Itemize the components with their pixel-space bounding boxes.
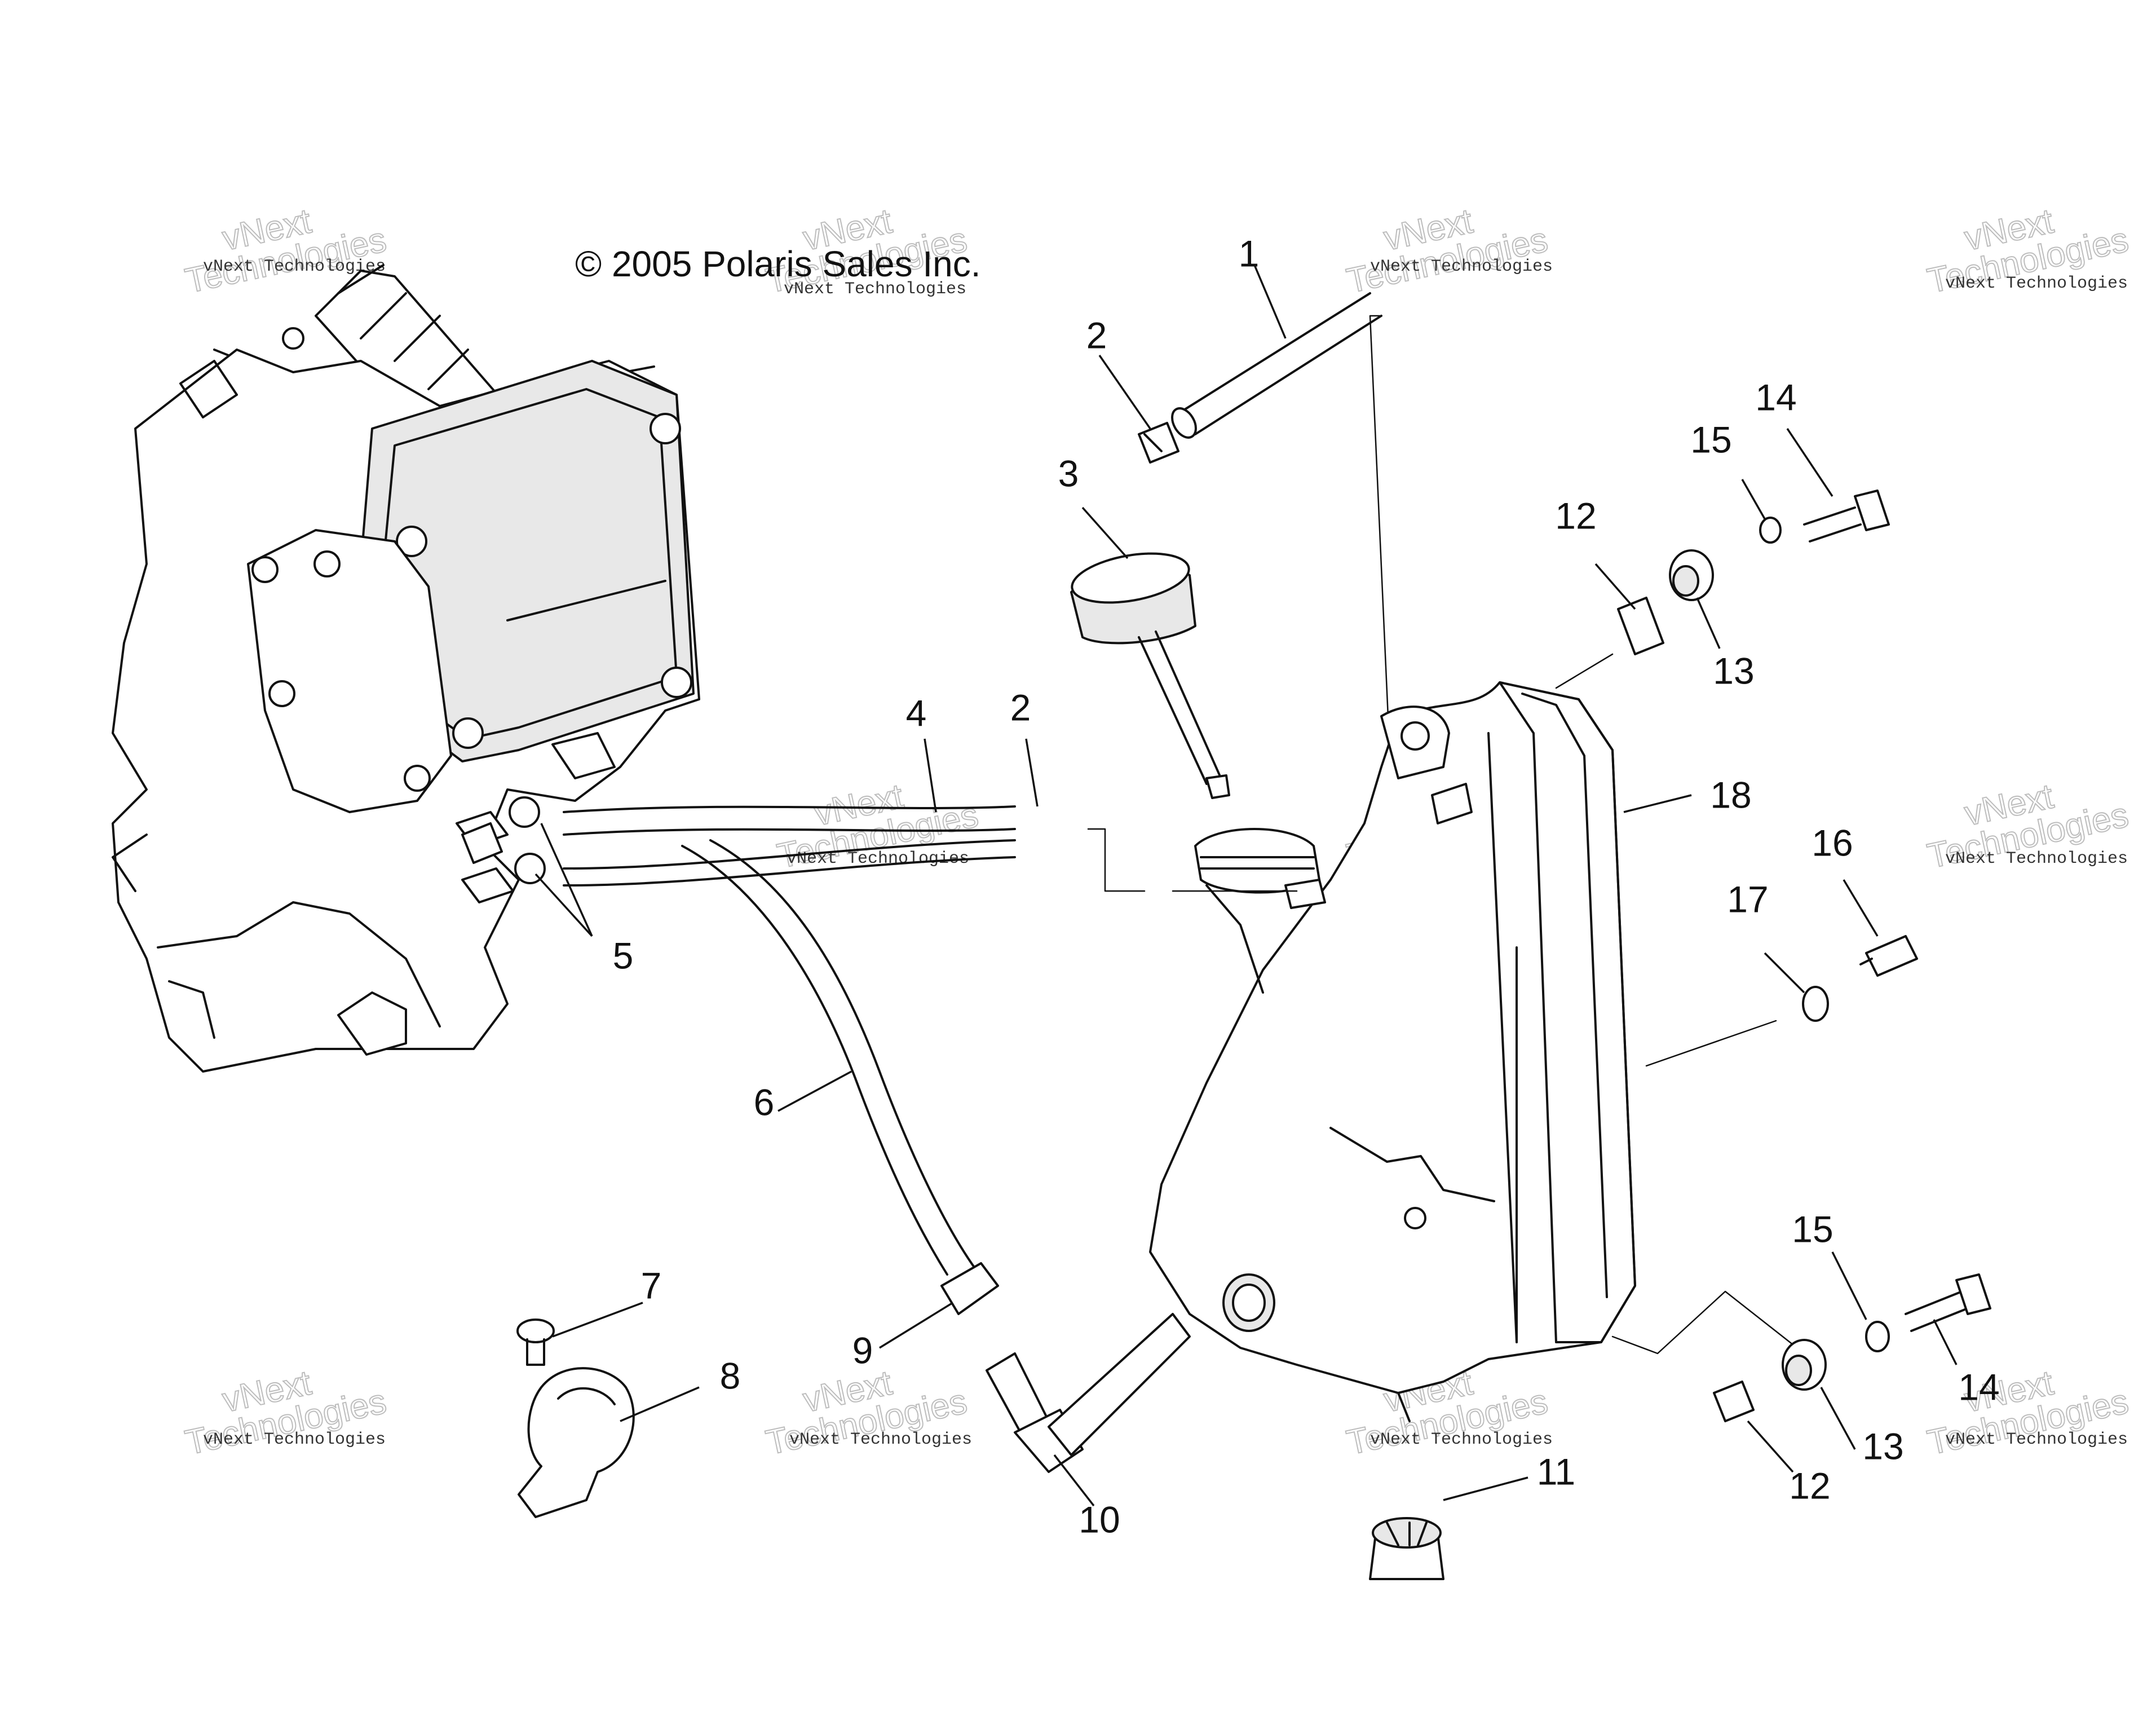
watermark-text: vNext Technologies (784, 280, 966, 299)
dipstick-cap-shape (1070, 552, 1230, 799)
callout-10: 10 (1079, 1498, 1120, 1540)
callout-2: 2 (1086, 314, 1107, 356)
hoses (461, 796, 1016, 1315)
spacer-lower-shape (1713, 1381, 1755, 1422)
callout-labels: 1 2 2 3 4 5 6 7 8 9 10 11 12 12 13 13 14… (613, 232, 2000, 1540)
vent-hose-shape (1171, 292, 1382, 439)
callout-6: 6 (754, 1081, 775, 1123)
callout-12: 12 (1555, 495, 1596, 536)
callout-5: 5 (613, 934, 634, 976)
callout-1: 1 (1239, 232, 1260, 274)
hose-clamp-lower-shape (940, 1262, 999, 1315)
callout-13: 13 (1862, 1425, 1903, 1467)
callout-14: 14 (1755, 376, 1796, 418)
callout-15: 15 (1792, 1208, 1833, 1250)
callout-9: 9 (852, 1329, 873, 1371)
bolt-lower-shape (1905, 1273, 1991, 1332)
screw-shape (516, 1319, 555, 1366)
callout-12: 12 (1789, 1465, 1830, 1506)
callout-13: 13 (1713, 650, 1754, 691)
watermark-text: vNext Technologies (1945, 849, 2128, 868)
sealing-washer-shape (1802, 986, 1829, 1022)
drain-plug-shape (1369, 1517, 1444, 1580)
washer-lower-shape (1865, 1321, 1890, 1352)
bolt-upper-shape (1803, 490, 1890, 543)
washer-upper-shape (1759, 517, 1782, 544)
watermark-text: vNext Technologies (1370, 1430, 1553, 1449)
hose-clamp-upper-shape (1138, 422, 1179, 464)
watermark-text: vNext Technologies (203, 1430, 386, 1449)
sensor-hardware (1645, 935, 1918, 1067)
callout-8: 8 (720, 1355, 741, 1396)
engine-illustration (112, 264, 700, 1073)
callout-7: 7 (641, 1264, 662, 1306)
callout-2: 2 (1010, 686, 1031, 728)
watermark-text: vNext Technologies (1945, 1430, 2128, 1449)
watermark-text: vNext Technologies (1945, 274, 2128, 293)
watermark-text: vNext Technologies (789, 1430, 972, 1449)
copyright-text: © 2005 Polaris Sales Inc. (575, 244, 981, 284)
p-clamp-shape (518, 1367, 635, 1518)
spacer-upper-shape (1617, 597, 1664, 655)
callout-16: 16 (1812, 822, 1853, 863)
watermark-text: vNext Technologies (203, 257, 386, 276)
callout-4: 4 (906, 692, 927, 734)
watermark-text: vNext Technologies (1370, 257, 1553, 276)
lower-mount-hardware (1611, 1273, 1991, 1422)
callout-15: 15 (1690, 418, 1731, 460)
callout-11: 11 (1537, 1450, 1576, 1492)
upper-mount-hardware (1555, 490, 1890, 689)
leader-lines (534, 264, 1958, 1507)
watermark: vNext Technologies (1343, 201, 1552, 301)
callout-17: 17 (1727, 878, 1768, 920)
engine-hose-clamps-shape (461, 796, 546, 884)
elbow-fitting-shape (986, 1313, 1191, 1473)
callout-18: 18 (1710, 774, 1751, 815)
callout-14: 14 (1958, 1366, 1999, 1408)
callout-3: 3 (1058, 452, 1079, 494)
temp-sensor-shape (1865, 935, 1918, 977)
oil-tank-shape (1149, 681, 1636, 1422)
